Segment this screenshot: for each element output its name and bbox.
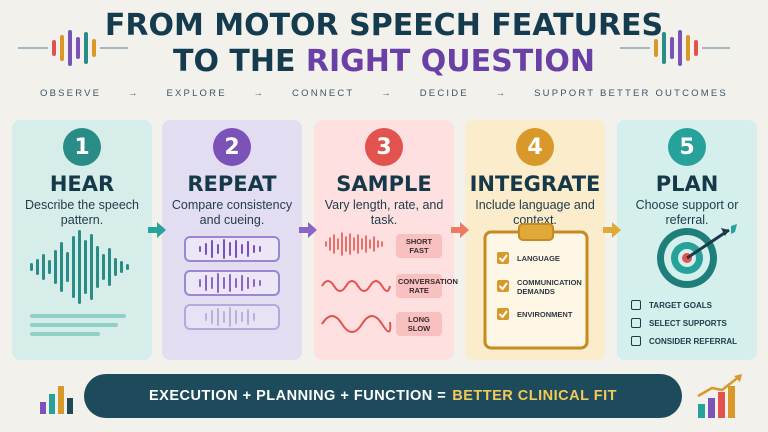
arrow-right-icon (603, 222, 621, 238)
step-card-integrate: 4 INTEGRATE Include language and context… (465, 120, 605, 360)
tagline: OBSERVE → EXPLORE → CONNECT → DECIDE → S… (40, 88, 728, 99)
medium-wave-icon (321, 280, 391, 292)
step-number: 1 (63, 128, 101, 166)
step-heading: HEAR (49, 172, 115, 196)
growth-chart-icon (697, 374, 742, 418)
step-description: Compare consistency and cueing. (171, 198, 293, 227)
tagline-observe: OBSERVE (40, 88, 102, 99)
text-line-decor (30, 332, 100, 336)
sample-chip-conversation-rate: CONVERSATION RATE (396, 274, 458, 298)
sample-chip-long-slow: LONG SLOW (396, 312, 442, 336)
text-line-decor (30, 314, 126, 318)
step-card-plan: 5 PLAN Choose support or referral. TARGE… (617, 120, 757, 360)
checkbox (631, 300, 641, 310)
sound-wave-icon (199, 273, 261, 293)
step-number: 2 (213, 128, 251, 166)
tagline-decide: DECIDE (419, 88, 469, 99)
title-wave-right-icon (620, 30, 730, 66)
checkbox (631, 336, 641, 346)
tagline-connect: CONNECT (292, 88, 355, 99)
clipboard-icon (483, 223, 589, 350)
plan-option-label: CONSIDER REFERRAL (649, 336, 738, 346)
text-line-decor (30, 323, 118, 327)
fast-wave-icon (325, 232, 383, 256)
sample-chip-short-fast: SHORT FAST (396, 234, 442, 258)
title-line-1: FROM MOTOR SPEECH FEATURES (104, 8, 664, 43)
step-heading: PLAN (655, 172, 719, 196)
plan-option-label: TARGET GOALS (649, 300, 712, 310)
step-description: Vary length, rate, and task. (324, 198, 444, 227)
checklist-environment: ENVIRONMENT (517, 310, 573, 319)
banner-main-text: EXECUTION + PLANNING + FUNCTION = (149, 388, 447, 404)
repeat-wave-box (184, 236, 280, 262)
arrow-right-icon (451, 222, 469, 238)
sound-wave-icon (199, 239, 261, 259)
slow-wave-icon (321, 315, 392, 333)
step-description: Choose support or referral. (635, 198, 739, 227)
tagline-arrow: → (253, 88, 266, 99)
arrow-right-icon (148, 222, 166, 238)
sound-wave-icon (30, 230, 129, 304)
title-line-2-highlight: RIGHT QUESTION (305, 44, 596, 79)
banner-highlight-text: BETTER CLINICAL FIT (452, 388, 617, 404)
step-card-repeat: 2 REPEAT Compare consistency and cueing. (162, 120, 302, 360)
step-heading: SAMPLE (336, 172, 432, 196)
title-wave-left-icon (18, 30, 128, 66)
step-number: 4 (516, 128, 554, 166)
target-icon (657, 224, 737, 288)
plan-option-consider-referral: CONSIDER REFERRAL (631, 336, 737, 346)
step-description: Describe the speech pattern. (25, 198, 139, 227)
tagline-support: SUPPORT BETTER OUTCOMES (534, 88, 728, 99)
plan-option-select-supports: SELECT SUPPORTS (631, 318, 727, 328)
summary-banner: EXECUTION + PLANNING + FUNCTION = BETTER… (84, 374, 682, 418)
title-line-2: TO THE RIGHT QUESTION (0, 44, 768, 79)
sound-wave-icon (205, 307, 255, 327)
step-number: 5 (668, 128, 706, 166)
tagline-arrow: → (381, 88, 393, 99)
arrow-right-icon (299, 222, 317, 238)
tagline-arrow: → (495, 88, 508, 99)
tagline-arrow: → (127, 88, 140, 99)
title-line-2-prefix: TO THE (172, 44, 306, 79)
step-card-sample: 3 SAMPLE Vary length, rate, and task. SH… (314, 120, 458, 360)
checkbox (631, 318, 641, 328)
step-card-hear: 1 HEAR Describe the speech pattern. (12, 120, 152, 360)
repeat-wave-box (184, 304, 280, 330)
step-heading: REPEAT (187, 172, 277, 196)
checklist-communication-demands: COMMUNICATION DEMANDS (517, 278, 582, 296)
checklist-language: LANGUAGE (517, 254, 560, 263)
plan-option-target-goals: TARGET GOALS (631, 300, 712, 310)
step-heading: INTEGRATE (469, 172, 601, 196)
tagline-explore: EXPLORE (166, 88, 227, 99)
repeat-wave-box (184, 270, 280, 296)
plan-option-label: SELECT SUPPORTS (649, 318, 727, 328)
step-number: 3 (365, 128, 403, 166)
bar-chart-icon (40, 386, 73, 414)
